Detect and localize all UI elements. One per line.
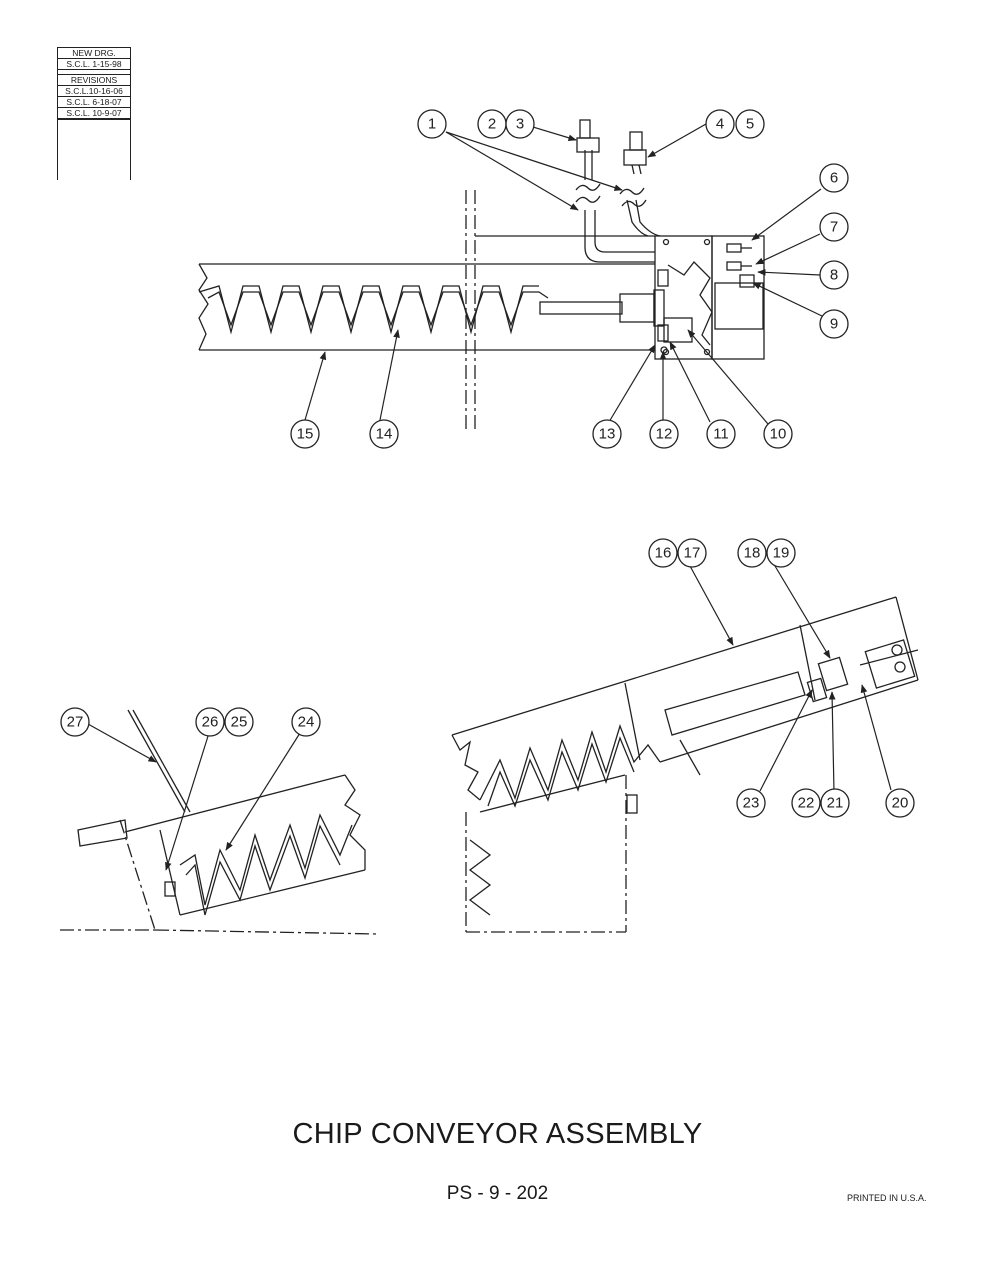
svg-text:8: 8 xyxy=(830,267,838,284)
svg-text:17: 17 xyxy=(684,545,701,562)
drawing-title: CHIP CONVEYOR ASSEMBLY xyxy=(292,1118,703,1150)
svg-text:16: 16 xyxy=(655,545,672,562)
printed-note: PRINTED IN U.S.A. xyxy=(847,1193,927,1203)
svg-text:24: 24 xyxy=(298,714,315,731)
svg-text:19: 19 xyxy=(773,545,790,562)
svg-text:20: 20 xyxy=(892,795,909,812)
side-view-inlet xyxy=(60,709,379,935)
shaft-coupling xyxy=(619,293,655,323)
callout-20: 20 xyxy=(885,788,915,818)
top-view xyxy=(198,119,765,430)
callout-13: 13 xyxy=(592,419,622,449)
callout-25: 25 xyxy=(224,707,254,737)
callout-27: 27 xyxy=(60,707,90,737)
callout-19: 19 xyxy=(766,538,796,568)
svg-text:21: 21 xyxy=(827,795,844,812)
svg-text:15: 15 xyxy=(297,426,314,443)
callout-8: 8 xyxy=(819,260,849,290)
callout-6: 6 xyxy=(819,163,849,193)
callout-2: 2 xyxy=(477,109,507,139)
svg-text:23: 23 xyxy=(743,795,760,812)
svg-text:26: 26 xyxy=(202,714,219,731)
hose-fitting xyxy=(576,137,600,153)
conveyor-top-edge xyxy=(451,596,897,736)
svg-text:2: 2 xyxy=(488,116,496,133)
svg-text:1: 1 xyxy=(428,116,436,133)
trough-housing xyxy=(198,263,655,351)
new-drg-label: NEW DRG. xyxy=(58,47,130,58)
svg-text:6: 6 xyxy=(830,170,838,187)
revisions-label: REVISIONS xyxy=(58,74,130,85)
callout-7: 7 xyxy=(819,212,849,242)
svg-text:14: 14 xyxy=(376,426,393,443)
svg-text:13: 13 xyxy=(599,426,616,443)
new-drg-date: S.C.L. 1-15-98 xyxy=(58,58,130,69)
shaft-end xyxy=(77,819,128,847)
svg-text:7: 7 xyxy=(830,219,838,236)
callout-1: 1 xyxy=(417,109,447,139)
svg-text:18: 18 xyxy=(744,545,761,562)
callout-24: 24 xyxy=(291,707,321,737)
callout-18: 18 xyxy=(737,538,767,568)
svg-text:27: 27 xyxy=(67,714,84,731)
callout-4: 4 xyxy=(705,109,735,139)
svg-text:25: 25 xyxy=(231,714,248,731)
callout-10: 10 xyxy=(763,419,793,449)
callout-12: 12 xyxy=(649,419,679,449)
hose-fitting xyxy=(623,149,647,166)
motor-box xyxy=(711,235,765,360)
callout-22: 22 xyxy=(791,788,821,818)
callout-15: 15 xyxy=(290,419,320,449)
svg-text:11: 11 xyxy=(713,426,729,443)
callout-3: 3 xyxy=(505,109,535,139)
svg-text:4: 4 xyxy=(716,116,724,133)
callout-16: 16 xyxy=(648,538,678,568)
side-view-discharge xyxy=(451,596,919,933)
auger-shaft xyxy=(539,301,623,315)
auger-flight xyxy=(198,285,539,335)
svg-text:22: 22 xyxy=(798,795,815,812)
chip-guard xyxy=(127,709,186,813)
svg-text:12: 12 xyxy=(656,426,673,443)
svg-text:3: 3 xyxy=(516,116,524,133)
revision-divider xyxy=(58,69,130,74)
svg-text:9: 9 xyxy=(830,316,838,333)
hose-lines xyxy=(575,150,661,263)
revision-entry: S.C.L.10-16-06 xyxy=(58,85,130,96)
revision-entry: S.C.L. 10-9-07 xyxy=(58,107,130,119)
callout-5: 5 xyxy=(735,109,765,139)
callout-14: 14 xyxy=(369,419,399,449)
callout-9: 9 xyxy=(819,309,849,339)
revision-blank-row xyxy=(58,119,130,134)
callout-17: 17 xyxy=(677,538,707,568)
callout-26: 26 xyxy=(195,707,225,737)
callout-11: 11 xyxy=(706,419,736,449)
svg-text:5: 5 xyxy=(746,116,754,133)
revision-block: NEW DRG. S.C.L. 1-15-98 REVISIONS S.C.L.… xyxy=(57,47,131,180)
svg-text:10: 10 xyxy=(770,426,787,443)
auger-shaft-housing xyxy=(664,671,806,736)
bed-edge xyxy=(479,774,626,813)
callout-23: 23 xyxy=(736,788,766,818)
page-number: PS - 9 - 202 xyxy=(446,1183,549,1204)
callout-21: 21 xyxy=(820,788,850,818)
revision-entry: S.C.L. 6-18-07 xyxy=(58,96,130,107)
